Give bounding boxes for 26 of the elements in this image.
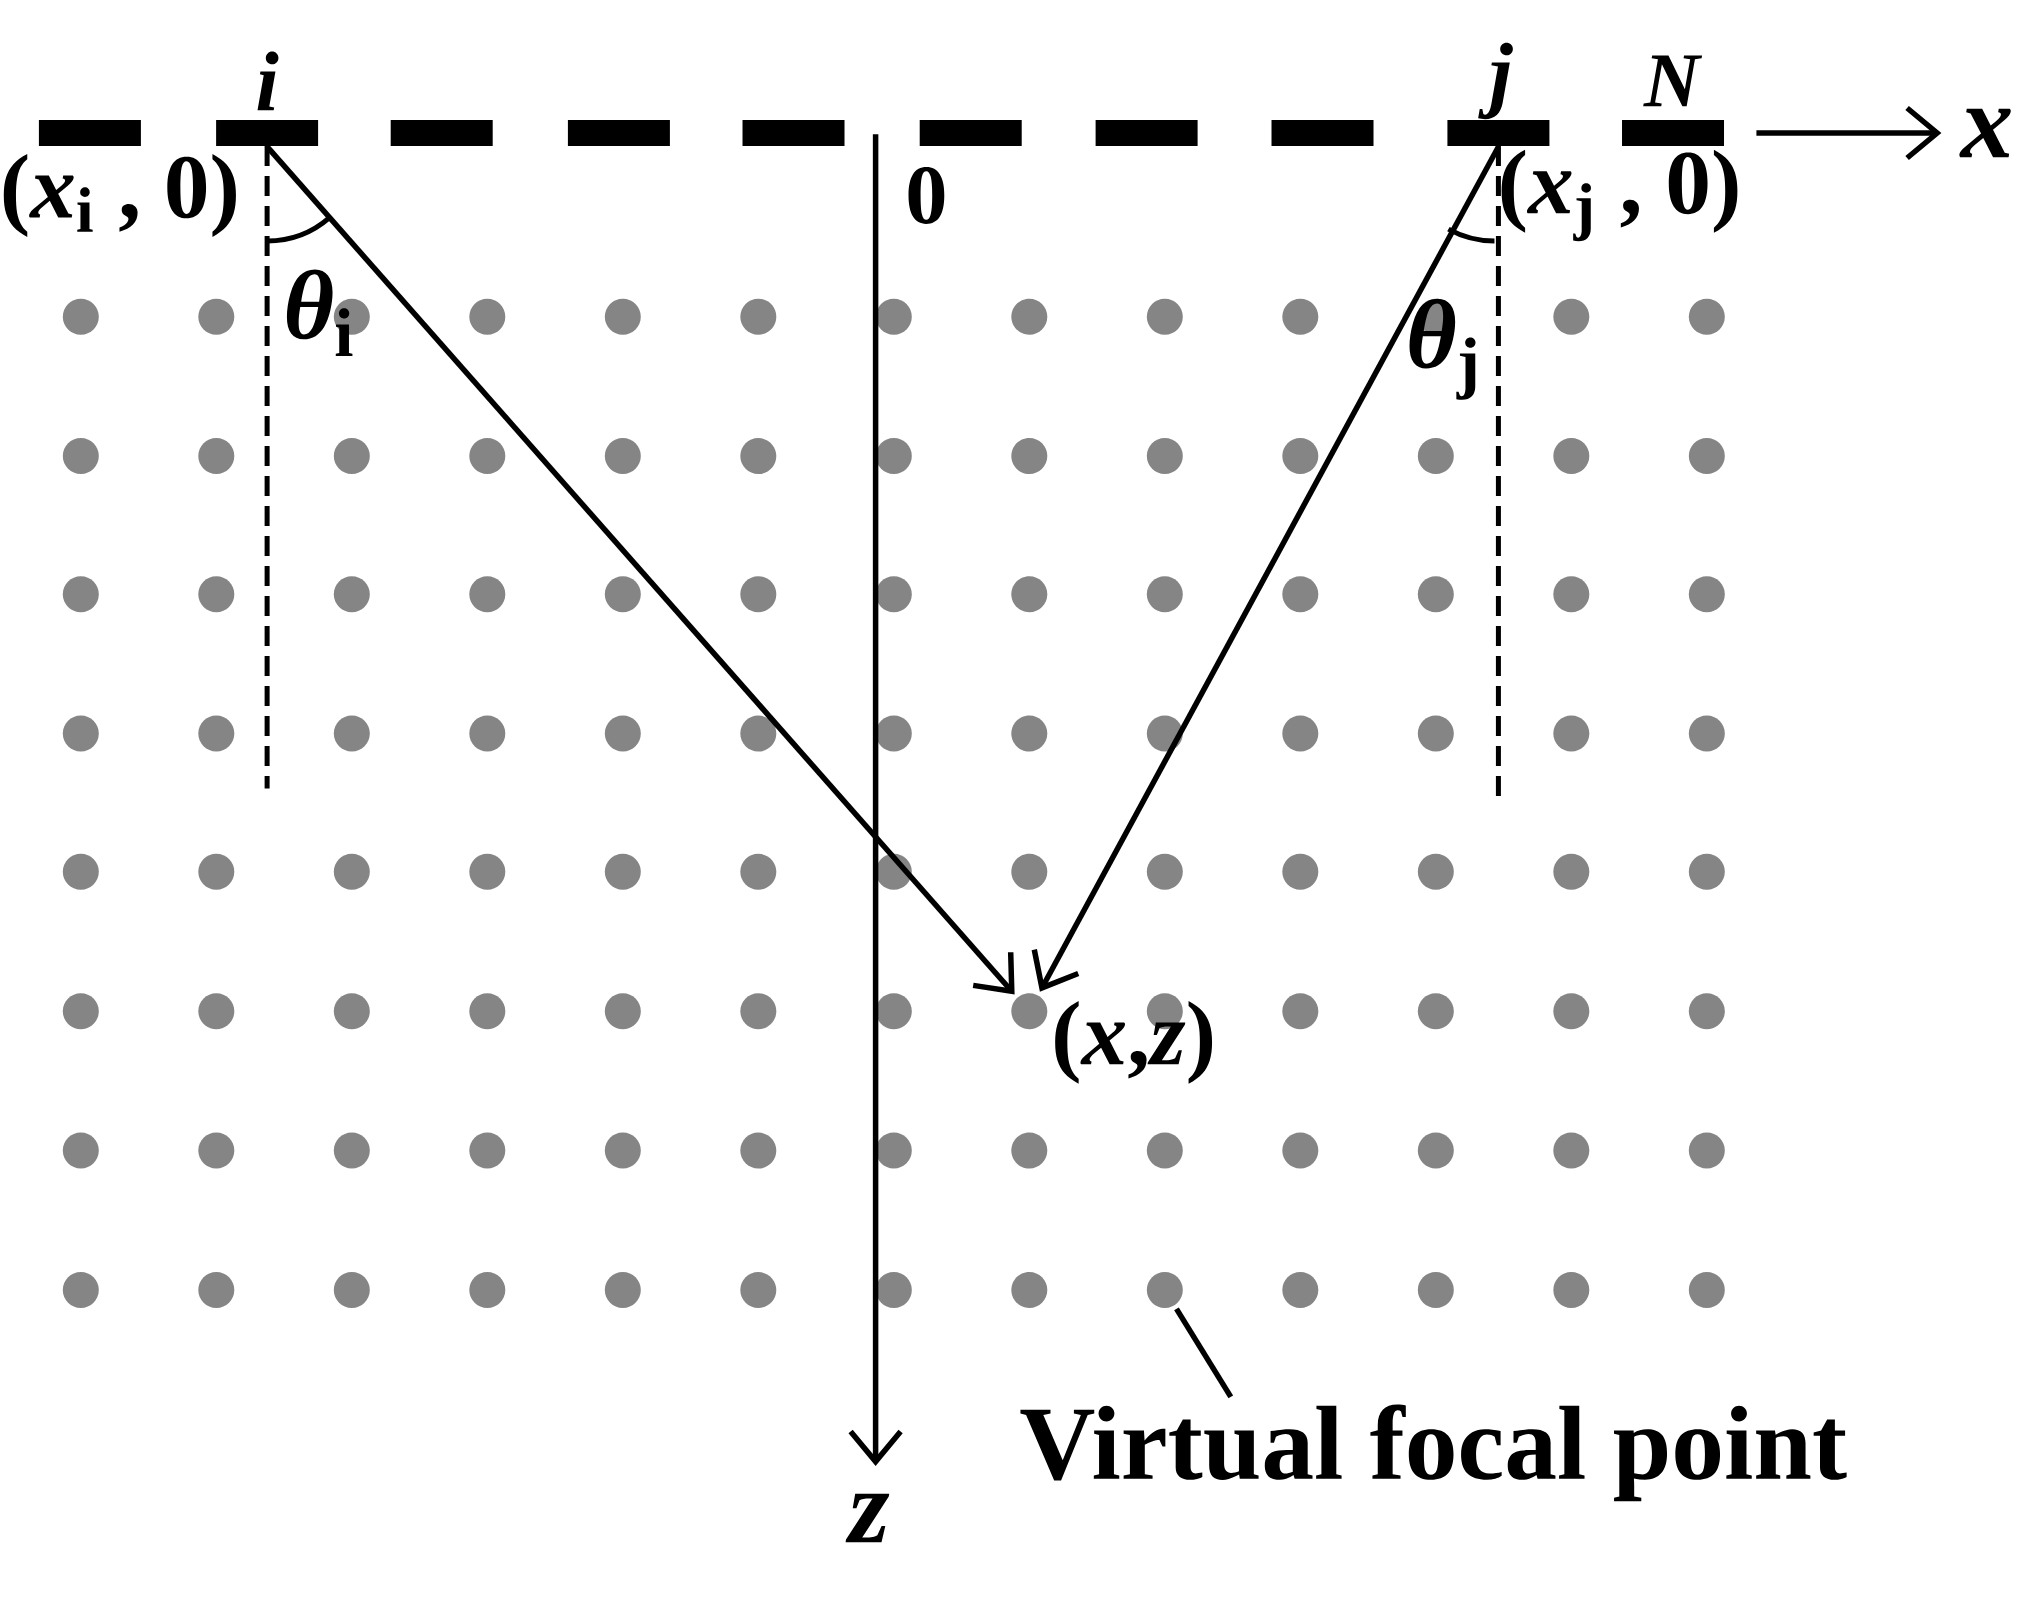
array-element — [567, 120, 670, 146]
array-element — [390, 120, 493, 146]
array-element: i — [216, 51, 319, 146]
axis-label: x — [1959, 108, 2011, 158]
array-element — [919, 120, 1022, 146]
array-element — [742, 120, 845, 146]
array-element — [1271, 120, 1374, 146]
caption-text: Virtual focal point — [1020, 1404, 1847, 1502]
arrow — [1031, 145, 1501, 992]
array-element: j — [1447, 42, 1550, 146]
angle-label: θ$_{j}$ — [1409, 298, 1476, 400]
coordinate-label: (x$_{i}$ , 0) — [3, 154, 236, 237]
leader-line — [1174, 1307, 1234, 1399]
focal-point — [1146, 1272, 1183, 1308]
node-label: i — [257, 51, 279, 111]
array-element: N — [1622, 55, 1724, 146]
array-element — [38, 120, 141, 146]
coordinate-label: (x,z) — [1055, 1001, 1213, 1084]
origin-label: 0 — [908, 167, 945, 224]
node-label: N — [1643, 55, 1703, 107]
angle-label: θ$_{i}$ — [286, 269, 353, 357]
array-element — [1095, 120, 1198, 146]
coordinate-label: (x$_{j}$ , 0) — [1501, 149, 1738, 242]
focal-point — [1011, 993, 1048, 1030]
node-label: j — [1478, 42, 1513, 120]
axis-label: z — [845, 1493, 890, 1543]
